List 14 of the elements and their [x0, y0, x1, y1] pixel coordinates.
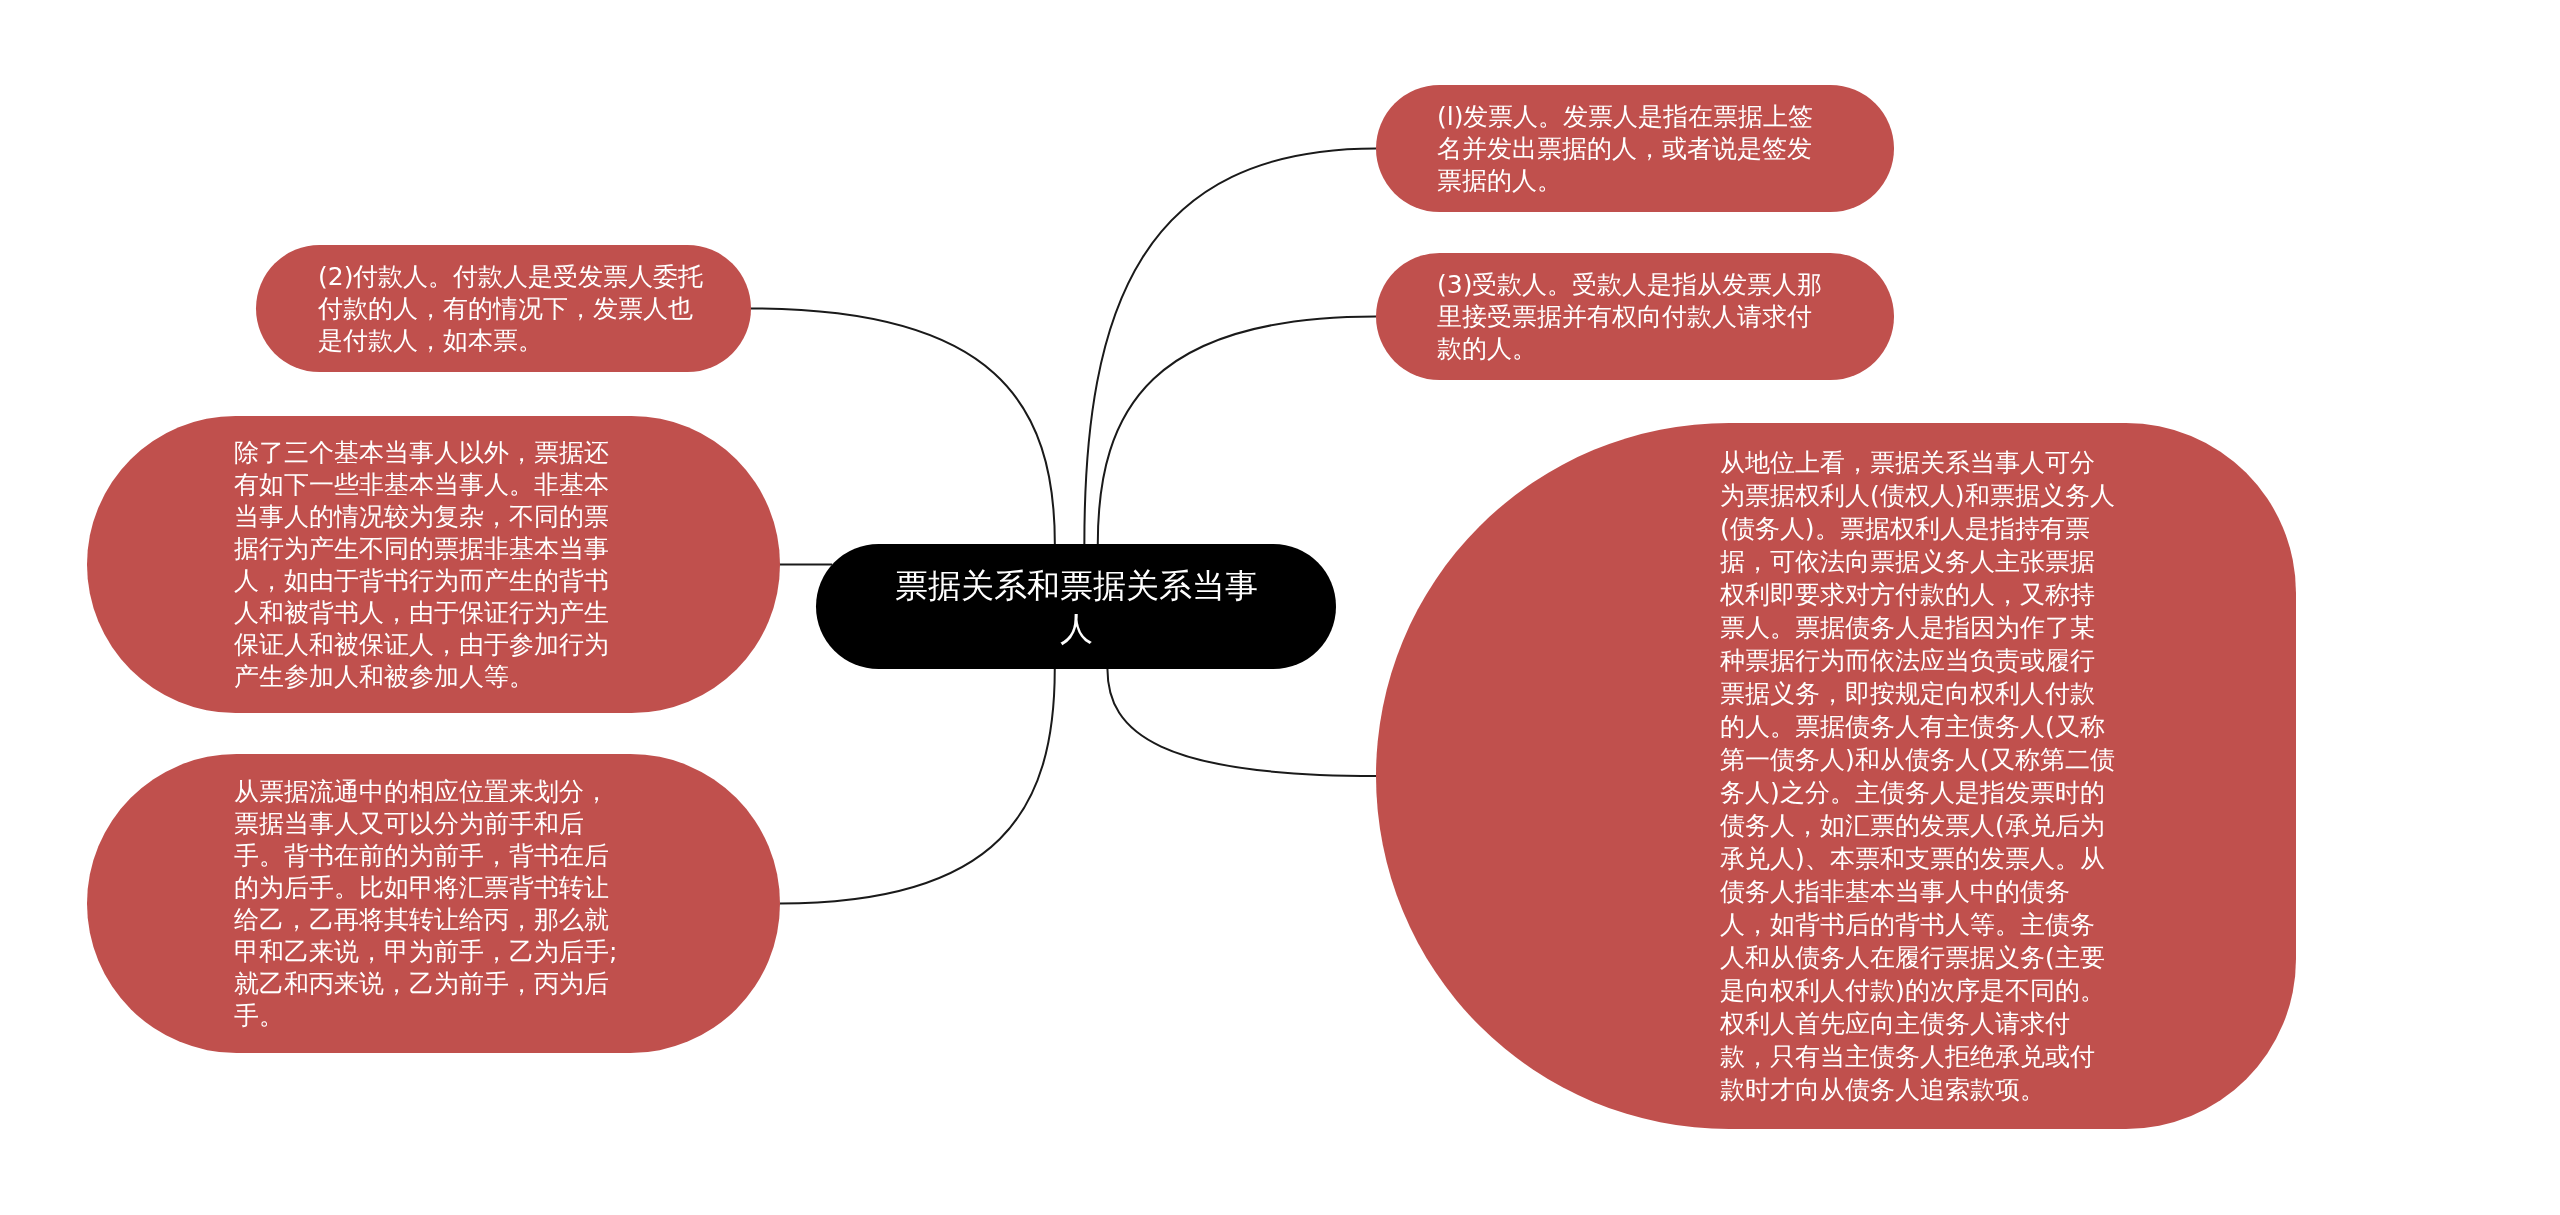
- connector-line: [750, 307, 1056, 545]
- node-text: (3)受款人。受款人是指从发票人那里接受票据并有权向付款人请求付款的人。: [1437, 268, 1824, 365]
- node-text: 从地位上看，票据关系当事人可分为票据权利人(债权人)和票据义务人(债务人)。票据权利人是指持有票据，可依法向票据义务人主张票据权利即要求对方付款的人，又称持票人。票据债务人是指因为作了某种票据行为而依法应当负责或履行票据义务，即按规定向权利人付款的人。票据债务人有主债务人(又称第一债务人)和从债务人(又称第二债务人)之分。主债务人是指发票时的债务人，如汇票的发票人(承兑后为承兑人)、本票和支票的发票人。从债务人指非基本当事人中的债务人，如背书后的背书人等。主债务人和从债务人在履行票据义务(主要是向权利人付款)的次序是不同的。权利人首先应向主债务人请求付款，只有当主债务人拒绝承兑或付款时才向从债务人追索款项。: [1720, 447, 2116, 1106]
- topic-node: [1376, 423, 2296, 1129]
- connector-line: [1106, 668, 1377, 777]
- connector-line: [1083, 147, 1377, 545]
- node-text: 除了三个基本当事人以外，票据还有如下一些非基本当事人。非基本当事人的情况较为复杂，不同的票据行为产生不同的票据非基本当事人，如由于背书行为而产生的背书人和被背书人，由于保证行为产生保证人和被保证人，由于参加行为产生参加人和被参加人等。: [234, 436, 610, 693]
- node-text: (l)发票人。发票人是指在票据上签名并发出票据的人，或者说是签发票据的人。: [1437, 100, 1815, 197]
- connector-line: [1096, 315, 1377, 545]
- connector-line: [779, 563, 834, 566]
- connector-line: [779, 668, 1056, 905]
- node-text: 票据关系和票据关系当事人: [893, 564, 1259, 650]
- node-text: (2)付款人。付款人是受发票人委托付款的人，有的情况下，发票人也是付款人，如本票。: [318, 260, 705, 357]
- node-text: 从票据流通中的相应位置来划分，票据当事人又可以分为前手和后手。背书在前的为前手，背书在后的为后手。比如甲将汇票背书转让给乙，乙再将其转让给丙，那么就甲和乙来说，甲为前手，乙为后手;就乙和丙来说，乙为前手，丙为后手。: [234, 775, 619, 1032]
